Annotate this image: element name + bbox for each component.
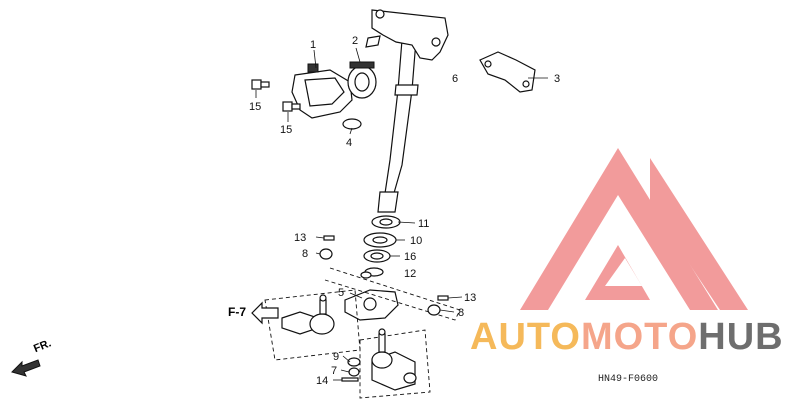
watermark-brand: AUTOMOTOHUB (470, 316, 784, 359)
bearing-stack (360, 215, 401, 279)
reference-arrow-icon (251, 301, 279, 325)
tie-rod-right (359, 328, 431, 399)
steering-shaft (377, 39, 419, 213)
callout-16: 16 (404, 251, 416, 263)
callout-7: 7 (331, 365, 337, 377)
bolt-15-top (251, 79, 270, 90)
callout-8-right: 8 (458, 307, 464, 319)
brand-moto: MOTO (580, 316, 699, 358)
rubber-bushing (347, 61, 377, 99)
callout-4: 4 (346, 137, 352, 149)
callout-9: 9 (333, 351, 339, 363)
clip-ring (342, 118, 362, 130)
shaft-holder-bracket (479, 51, 536, 93)
callout-14: 14 (316, 375, 328, 387)
callout-8-left: 8 (302, 248, 308, 260)
leader-lines (255, 47, 548, 381)
callout-3: 3 (554, 73, 560, 85)
hardware-right (427, 295, 449, 316)
brand-hub: HUB (698, 316, 784, 358)
bolt-15-bottom (282, 101, 301, 112)
callout-6: 6 (452, 73, 458, 85)
callout-13-left: 13 (294, 232, 306, 244)
callout-12: 12 (404, 268, 416, 280)
diagram-code: HN49-F0600 (598, 374, 659, 385)
reference-label: F-7 (228, 305, 246, 319)
callout-15-top: 15 (249, 101, 261, 113)
pitman-arm (324, 267, 461, 321)
hardware-bottom (341, 357, 361, 382)
callout-10: 10 (410, 235, 422, 247)
callout-5: 5 (338, 287, 344, 299)
callout-15-bottom: 15 (280, 124, 292, 136)
callout-11: 11 (418, 218, 429, 230)
callout-2: 2 (352, 35, 358, 47)
brand-auto: AUTO (470, 316, 581, 358)
watermark-logo-icon (520, 148, 748, 310)
callout-1: 1 (310, 39, 316, 51)
hardware-left (319, 235, 335, 260)
front-direction-arrow-icon (11, 359, 41, 377)
bushing-holder (291, 63, 353, 119)
callout-13-right: 13 (464, 292, 476, 304)
shaft-top-bracket (365, 9, 449, 61)
